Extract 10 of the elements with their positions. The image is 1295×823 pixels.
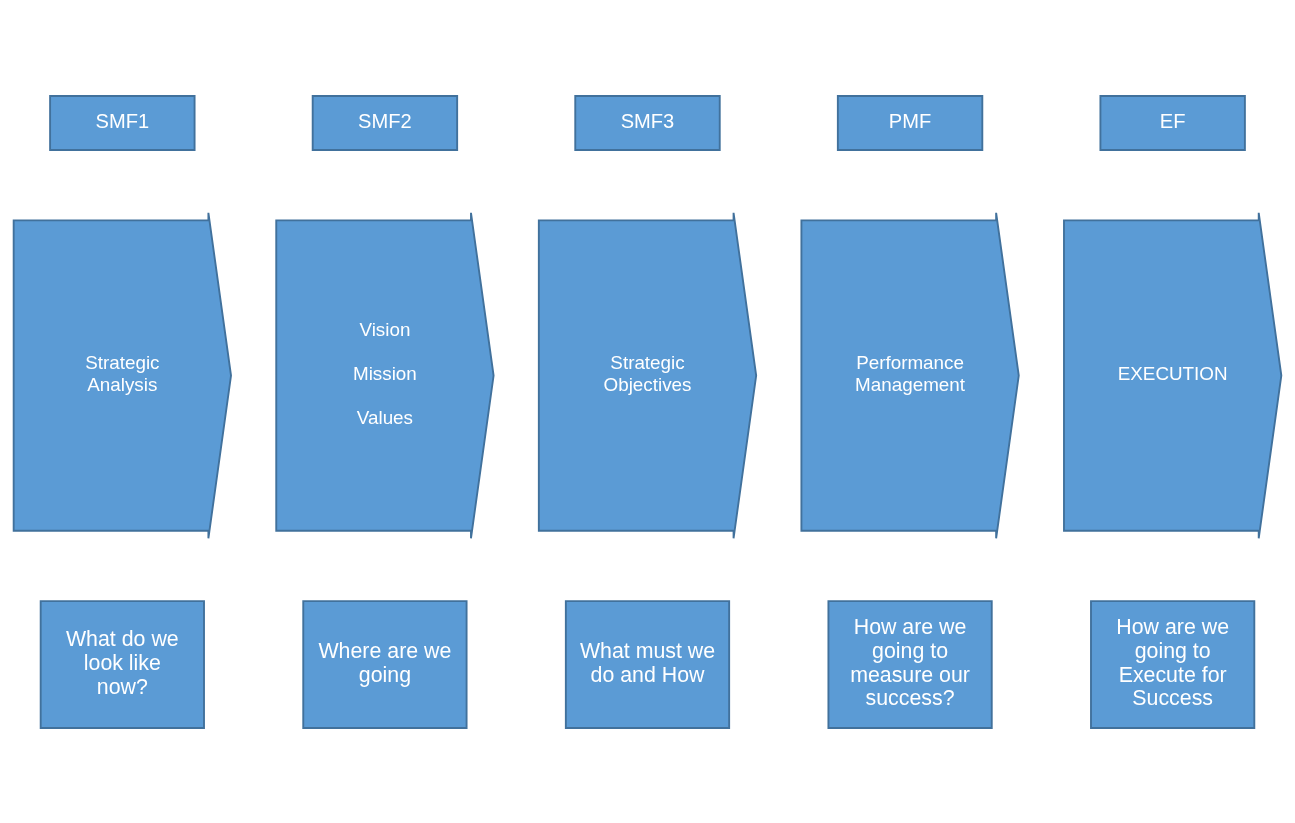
node-box: SMF3 [574, 94, 721, 151]
node-box: PMF [836, 94, 984, 151]
node-box: What must we do and How [564, 599, 731, 729]
node-box: Where are we going [302, 599, 468, 729]
node-box: What do we look like now? [39, 599, 205, 729]
node-box: How are we going to measure our success? [827, 599, 993, 729]
node-box: SMF2 [311, 94, 459, 151]
node-box: EF [1099, 94, 1246, 151]
node-box: SMF1 [49, 94, 196, 151]
node-box: How are we going to Execute for Success [1090, 599, 1256, 729]
